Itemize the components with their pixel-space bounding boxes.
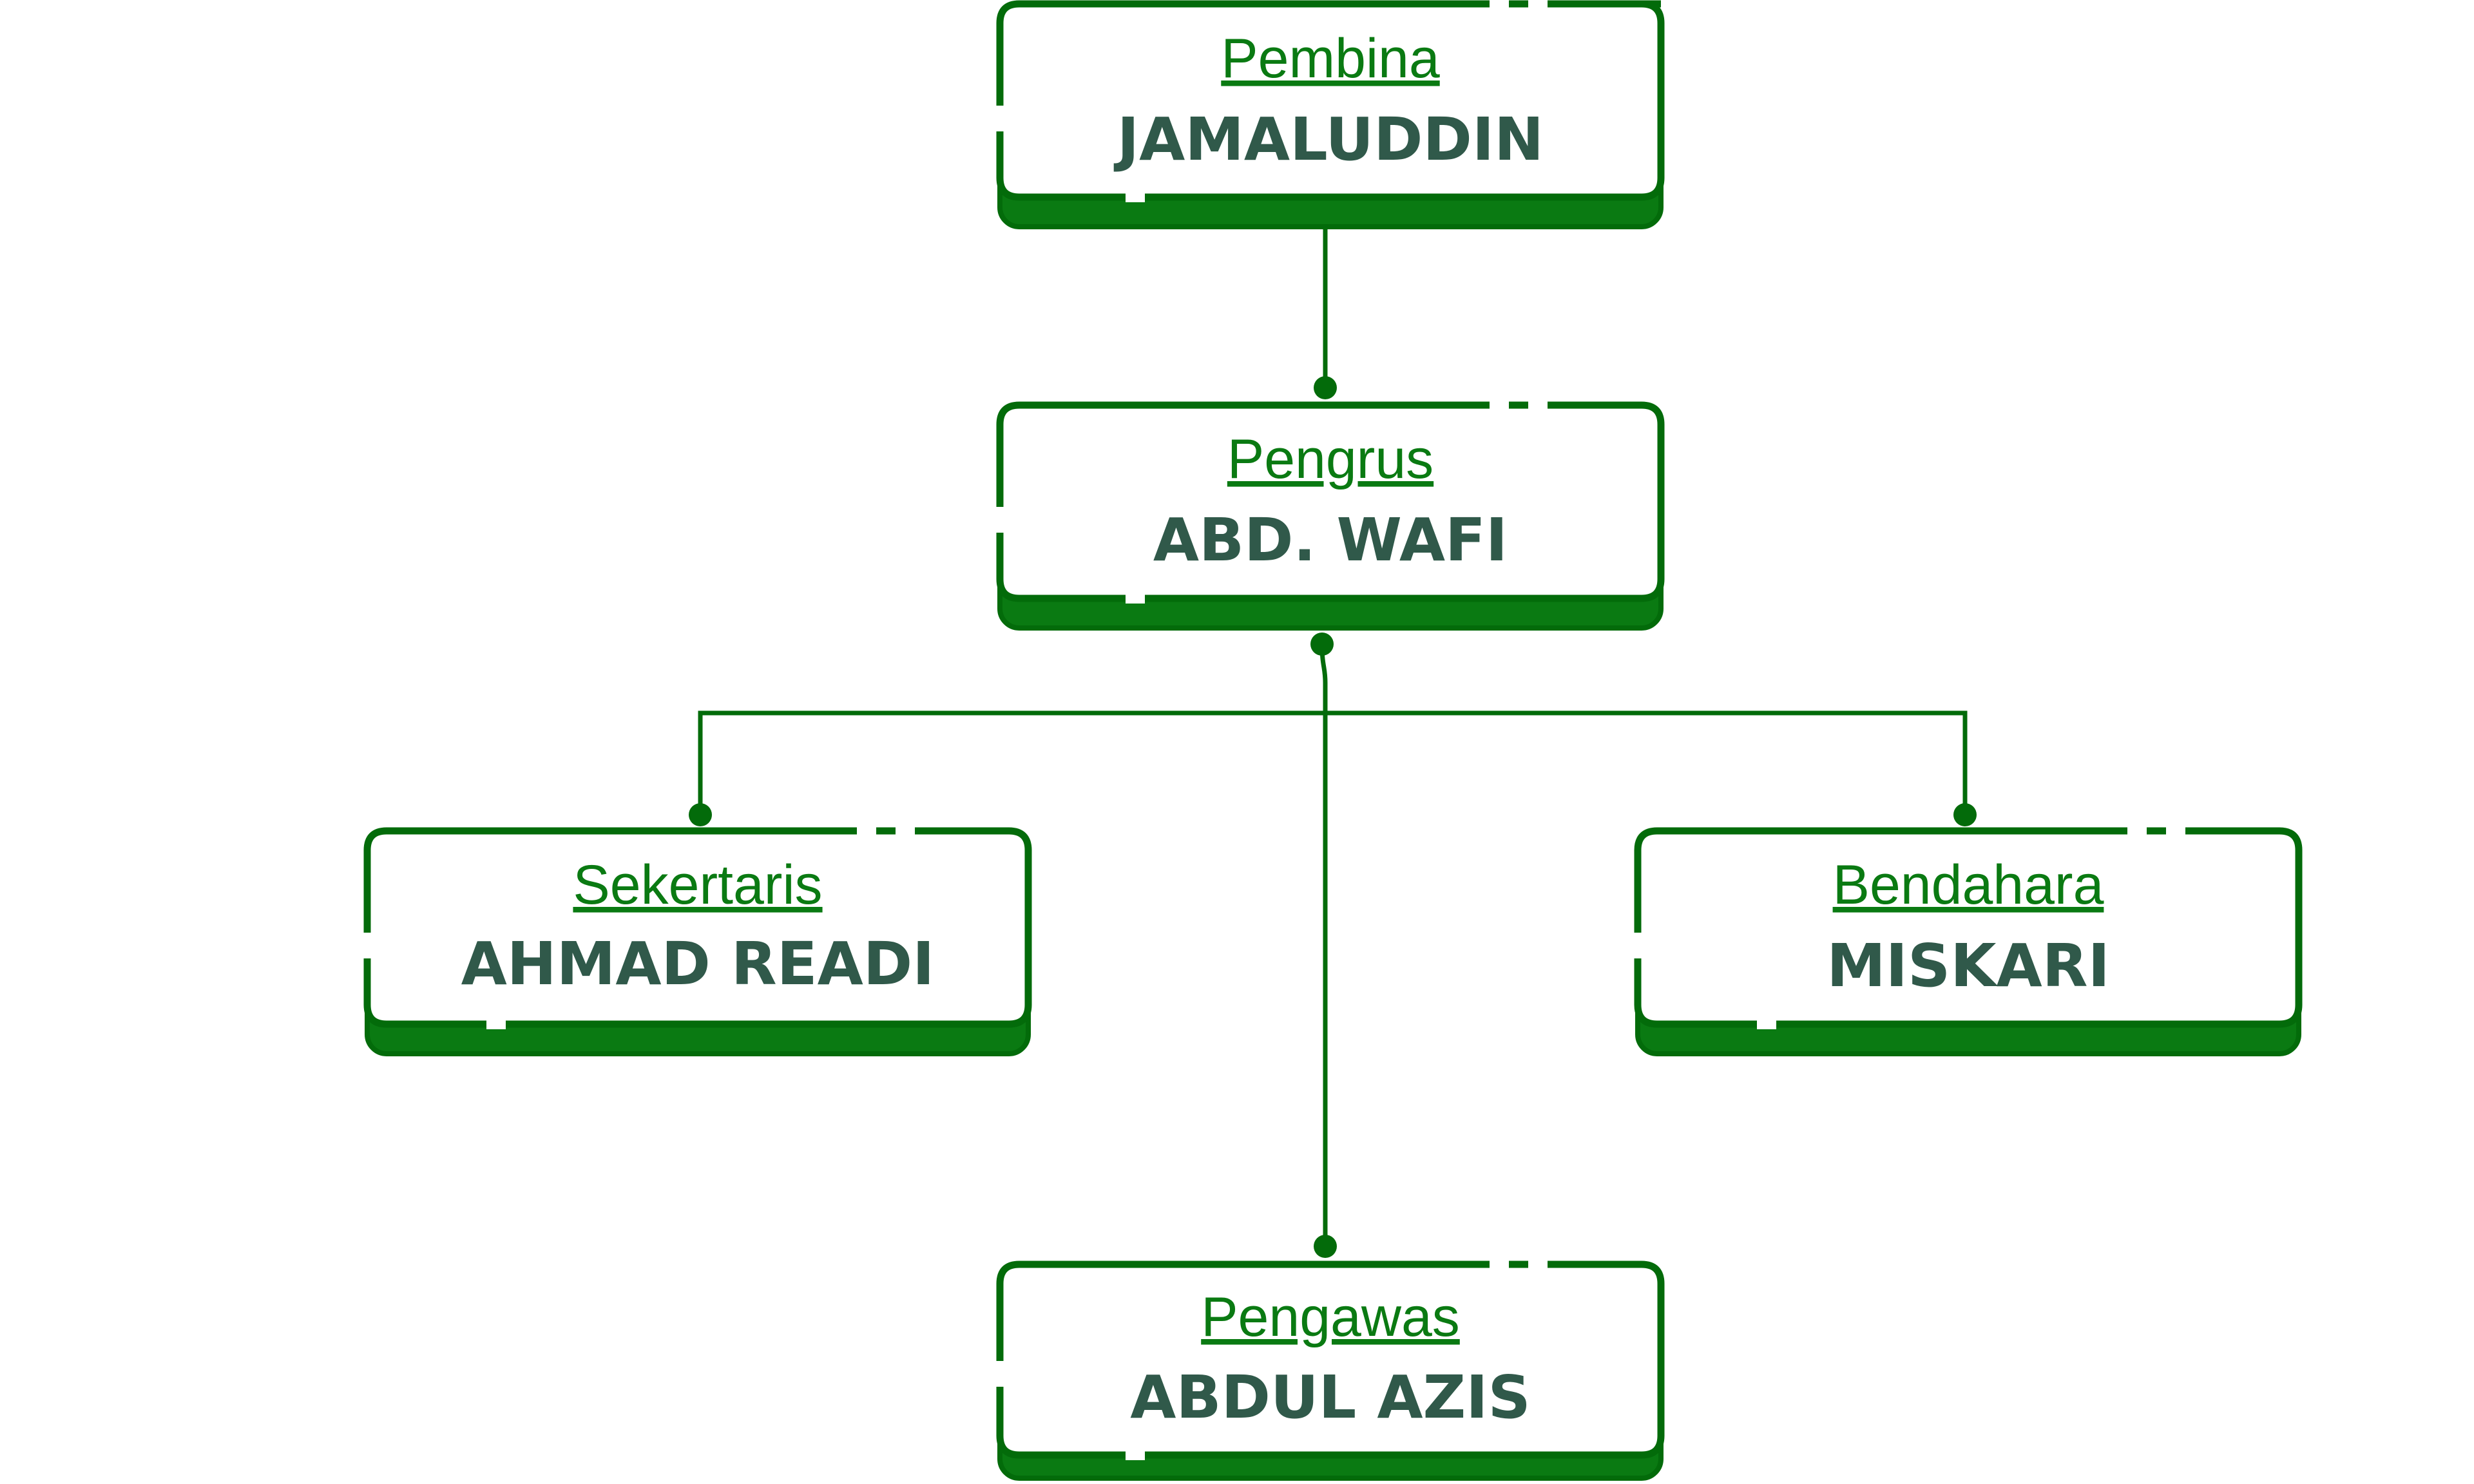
node-card xyxy=(1000,4,1661,197)
node-card xyxy=(367,831,1028,1024)
border-gap xyxy=(1757,1019,1776,1029)
role-label: Pembina xyxy=(1221,28,1440,90)
node-pembina: Pembina JAMALUDDIN xyxy=(994,0,1665,229)
border-gap xyxy=(486,1019,506,1029)
border-gap xyxy=(1126,1450,1145,1460)
border-gap xyxy=(1528,1259,1548,1270)
border-gap xyxy=(994,507,1006,533)
node-border xyxy=(996,401,1665,602)
border-gap xyxy=(1528,0,1548,10)
node-border xyxy=(1634,827,2303,1028)
border-gap xyxy=(1490,0,1509,10)
border-gap xyxy=(896,825,915,837)
connectors xyxy=(698,225,1968,1246)
node-sekretaris: Sekertaris AHMAD READI xyxy=(361,825,1032,1056)
border-gaps xyxy=(1632,825,2185,1029)
connector-dot xyxy=(689,803,712,826)
border-gap xyxy=(2127,825,2147,837)
border-gap xyxy=(361,933,373,958)
person-name: ABD. WAFI xyxy=(1153,506,1508,575)
node-card xyxy=(1638,831,2299,1024)
person-name: MISKARI xyxy=(1827,931,2110,1000)
node-pengurus: Pengrus ABD. WAFI xyxy=(994,399,1665,631)
node-bendahara: Bendahara MISKARI xyxy=(1632,825,2303,1056)
border-gap xyxy=(1528,399,1548,411)
role-label: Bendahara xyxy=(1833,854,2104,916)
person-name: JAMALUDDIN xyxy=(1113,105,1544,174)
connector-dot xyxy=(1314,376,1337,399)
border-gap xyxy=(994,1361,1006,1387)
border-gaps xyxy=(994,0,1548,202)
border-gap xyxy=(1632,933,1644,958)
connector-pengurus-pengawas xyxy=(1319,643,1328,1246)
border-gap xyxy=(1490,1259,1509,1270)
border-gap xyxy=(994,106,1006,131)
node-card xyxy=(1000,405,1661,598)
node-pengawas: Pengawas ABDUL AZIS xyxy=(994,1259,1665,1481)
person-name: AHMAD READI xyxy=(461,929,935,998)
connector-dot xyxy=(1953,803,1977,826)
connector-dot xyxy=(1310,633,1334,656)
border-gap xyxy=(1126,593,1145,604)
person-name: ABDUL AZIS xyxy=(1130,1363,1530,1432)
border-gap xyxy=(1126,192,1145,202)
node-card xyxy=(1000,1264,1661,1455)
border-gaps xyxy=(994,399,1548,604)
connector-branch xyxy=(698,710,1968,815)
connector-dots xyxy=(689,376,1977,1258)
border-gap xyxy=(1490,399,1509,411)
border-gaps xyxy=(994,1259,1548,1460)
role-label: Sekertaris xyxy=(573,854,822,916)
role-label: Pengrus xyxy=(1227,428,1434,490)
node-border xyxy=(996,1260,1665,1459)
node-border xyxy=(363,827,1032,1028)
node-border xyxy=(996,0,1665,201)
connector-dot xyxy=(1314,1235,1337,1258)
border-gaps xyxy=(361,825,915,1029)
border-gap xyxy=(857,825,876,837)
border-gap xyxy=(2166,825,2185,837)
role-label: Pengawas xyxy=(1201,1286,1460,1348)
